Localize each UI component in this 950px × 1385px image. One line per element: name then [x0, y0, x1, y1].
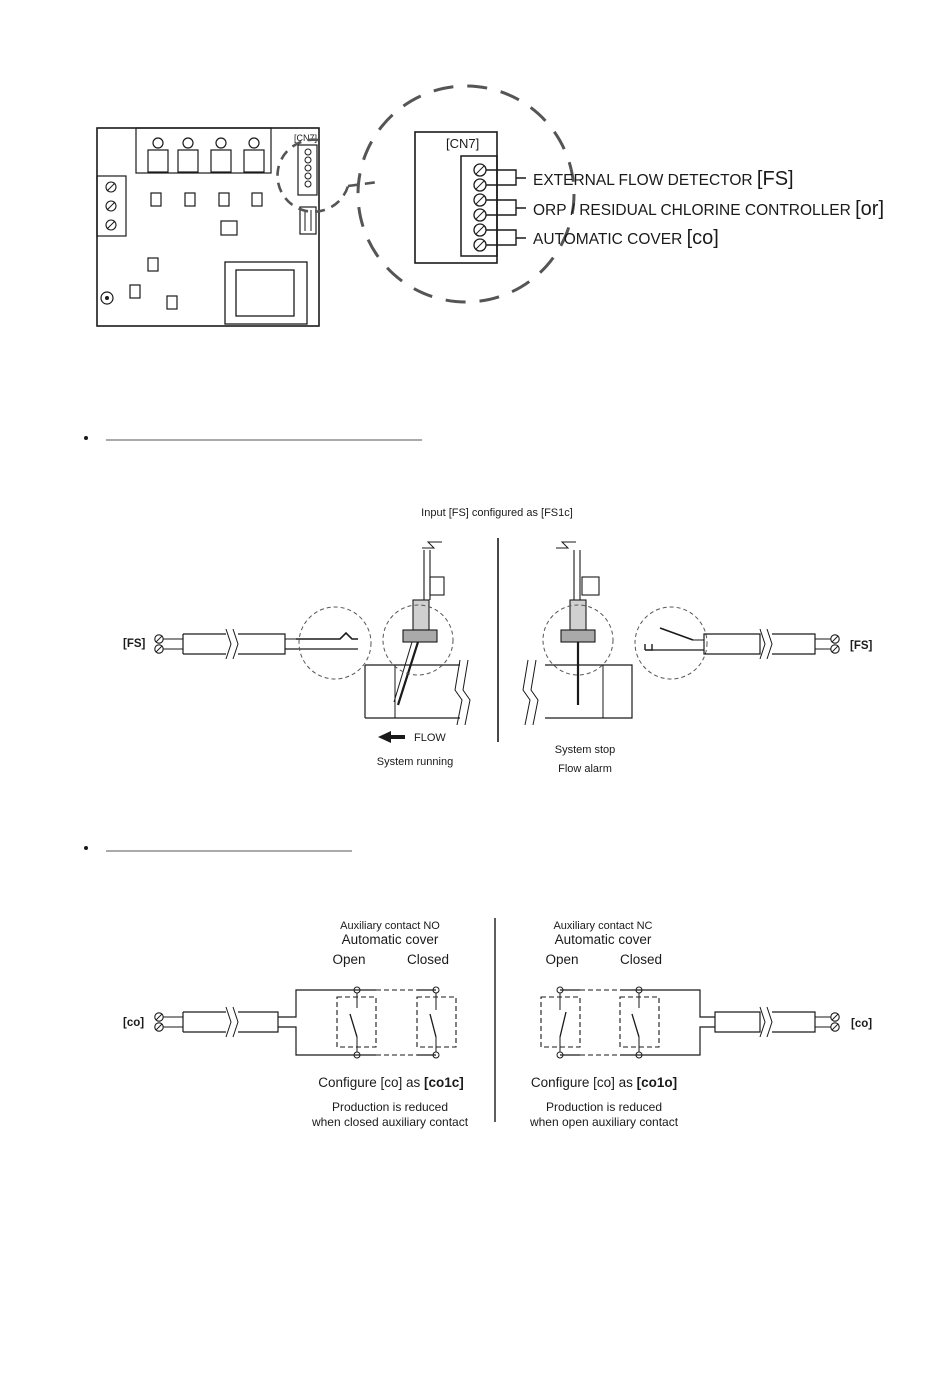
- terminal-label-or: ORP / RESIDUAL CHLORINE CONTROLLER [or]: [533, 198, 884, 220]
- co-left-wiring: [co]: [123, 986, 457, 1059]
- control-board: [CN7]: [96, 127, 379, 327]
- flow-switch-running: FLOW System running: [364, 541, 471, 768]
- caption-stop: System stop: [555, 744, 616, 756]
- closed-left: Closed: [407, 952, 449, 967]
- fs-right-wiring: [FS]: [634, 606, 873, 680]
- configure-co1o: Configure [co] as [co1o]: [531, 1075, 677, 1090]
- bullet-1: [84, 436, 88, 440]
- co-tag-left: [co]: [123, 1017, 144, 1029]
- open-right: Open: [545, 952, 578, 967]
- aux-contact-nc: Auxiliary contact NC: [553, 920, 652, 932]
- cn7-label: [CN7]: [446, 136, 479, 151]
- cover-right-headings: Auxiliary contact NC Automatic cover Ope…: [545, 920, 662, 967]
- bullet-2: [84, 846, 88, 850]
- flow-switch-stopped: System stop Flow alarm: [522, 541, 633, 775]
- fs-tag-right: [FS]: [850, 640, 873, 652]
- transistor-row: [147, 137, 265, 173]
- closed-right: Closed: [620, 952, 662, 967]
- co-right-wiring: [co]: [540, 986, 872, 1059]
- fs-tag-left: [FS]: [123, 638, 146, 650]
- caption-alarm: Flow alarm: [558, 763, 612, 775]
- flow-title: Input [FS] configured as [FS1c]: [421, 507, 573, 519]
- open-left: Open: [332, 952, 365, 967]
- fs-left-wiring: [FS]: [123, 606, 372, 680]
- configure-co1c: Configure [co] as [co1c]: [318, 1075, 464, 1090]
- terminal-label-fs: EXTERNAL FLOW DETECTOR [FS]: [533, 168, 794, 190]
- power-terminal-block: [96, 175, 127, 237]
- terminal-label-co: AUTOMATIC COVER [co]: [533, 227, 719, 249]
- caption-running: System running: [377, 756, 453, 768]
- cover-right-footer: Configure [co] as [co1o] Production is r…: [529, 1075, 679, 1129]
- flow-arrow-icon: [378, 731, 405, 743]
- cover-left-headings: Auxiliary contact NO Automatic cover Ope…: [332, 920, 449, 967]
- co-tag-right: [co]: [851, 1018, 872, 1030]
- aux-contact-no: Auxiliary contact NO: [340, 920, 440, 932]
- cover-left-footer: Configure [co] as [co1c] Production is r…: [311, 1075, 469, 1129]
- note-right-2: when open auxiliary contact: [529, 1115, 679, 1129]
- note-left-1: Production is reduced: [332, 1100, 448, 1114]
- auto-cover-left: Automatic cover: [342, 932, 439, 947]
- cn7-zoom: [CN7] EXTERNAL FLOW DETECTOR [FS] ORP / …: [356, 84, 884, 304]
- note-left-2: when closed auxiliary contact: [311, 1115, 469, 1129]
- flow-label: FLOW: [414, 732, 446, 744]
- board-cn7-label: [CN7]: [294, 133, 317, 143]
- auto-cover-right: Automatic cover: [555, 932, 652, 947]
- note-right-1: Production is reduced: [546, 1100, 662, 1114]
